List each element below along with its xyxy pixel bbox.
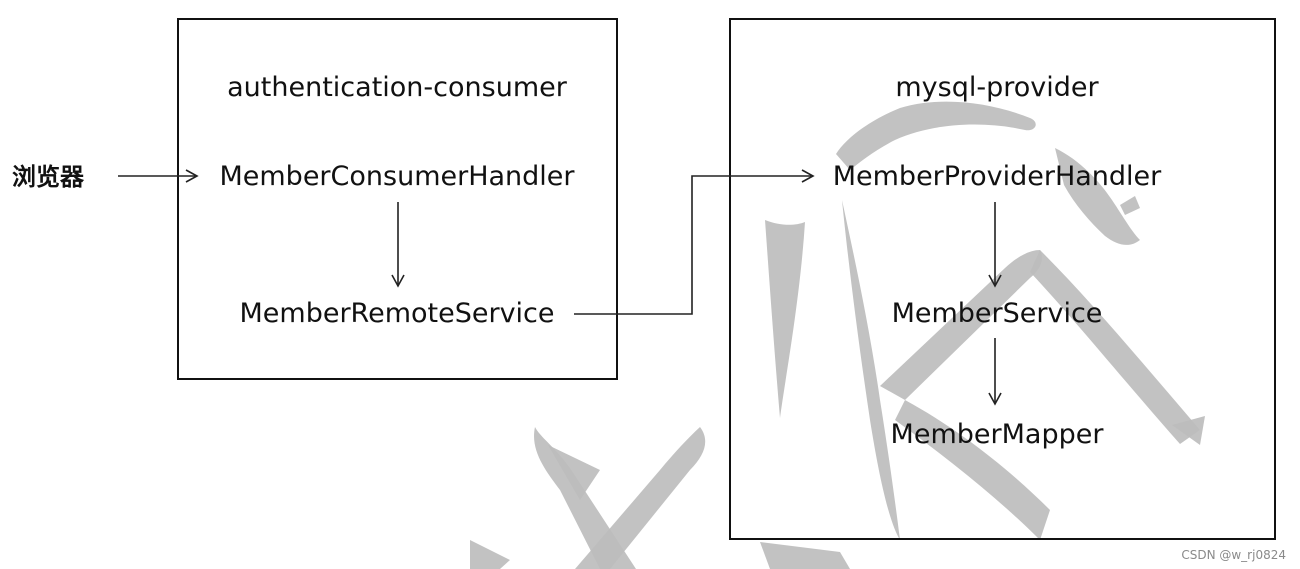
member-provider-handler: MemberProviderHandler <box>833 161 1162 192</box>
consumer-box <box>177 18 618 380</box>
csdn-watermark: CSDN @w_rj0824 <box>1181 548 1286 562</box>
member-service: MemberService <box>892 298 1103 329</box>
edge-remote-service-to-provider-handler <box>574 169 815 315</box>
member-mapper: MemberMapper <box>891 419 1105 450</box>
provider-title: mysql-provider <box>895 72 1099 103</box>
provider-box <box>729 18 1276 540</box>
member-consumer-handler: MemberConsumerHandler <box>219 161 575 192</box>
browser-label: 浏览器 <box>12 163 85 191</box>
consumer-title: authentication-consumer <box>227 72 568 103</box>
member-remote-service: MemberRemoteService <box>239 298 554 329</box>
